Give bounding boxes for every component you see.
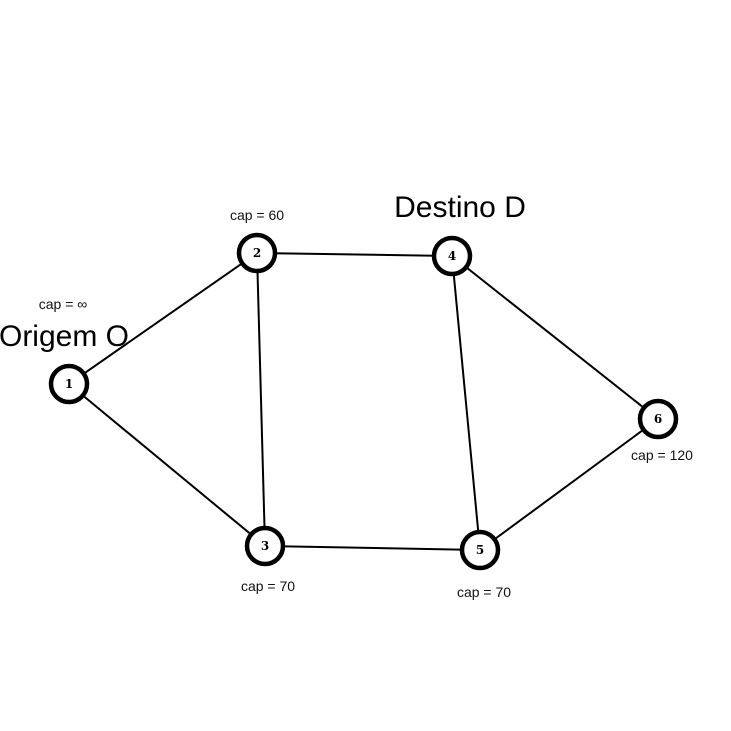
destination-label: Destino D [394, 191, 526, 224]
node-label: 3 [261, 539, 269, 553]
edge-2-3 [256, 252, 266, 547]
cap-label-node-5: cap = 70 [457, 584, 511, 600]
node-5: 5 [459, 529, 501, 571]
node-label: 6 [654, 412, 662, 426]
cap-label-node-6: cap = 120 [631, 447, 693, 463]
node-label: 4 [448, 249, 456, 263]
cap-label-node-2: cap = 60 [230, 207, 284, 223]
edge-1-3 [68, 383, 266, 547]
origin-label: Origem O [0, 320, 129, 353]
node-1: 1 [48, 363, 90, 405]
cap-label-node-1: cap = ∞ [39, 296, 88, 312]
node-3: 3 [244, 525, 286, 567]
edge-3-5 [264, 545, 481, 551]
node-6: 6 [637, 398, 679, 440]
edge-2-4 [256, 252, 453, 257]
edge-4-6 [451, 255, 659, 420]
node-label: 5 [476, 543, 484, 557]
cap-label-node-3: cap = 70 [241, 578, 295, 594]
node-label: 1 [65, 377, 73, 391]
edge-1-2 [68, 252, 258, 385]
edge-5-6 [479, 418, 659, 551]
node-2: 2 [236, 232, 278, 274]
node-label: 2 [253, 246, 261, 260]
edge-4-5 [451, 255, 481, 551]
node-4: 4 [431, 235, 473, 277]
